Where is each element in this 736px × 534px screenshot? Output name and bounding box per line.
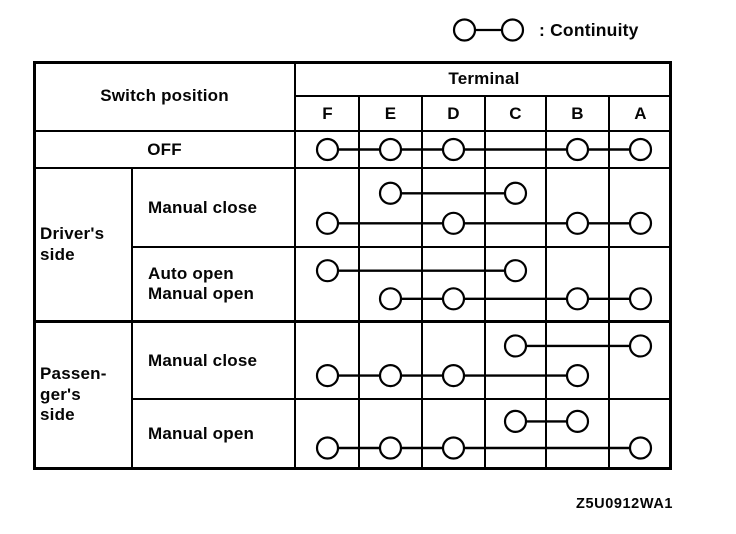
row-label-passenger-manual-open: Manual open [148,423,255,443]
continuity-circle-e [378,137,403,162]
continuity-circle-a [628,211,653,235]
grid-line [133,246,672,248]
continuity-circle-a [628,334,653,358]
group-label-drivers-side: Driver's side [40,224,105,264]
terminal-header-d: D [447,103,460,123]
terminal-header-e: E [384,103,397,123]
continuity-circle-b [565,211,590,235]
grid-line [131,168,133,470]
table-border-bottom [33,467,672,470]
continuity-circle-b [565,137,590,162]
grid-line [133,398,672,400]
continuity-circle-f [315,137,340,162]
continuity-circle-f [315,259,340,283]
grid-line [484,95,486,470]
group-label-passengers-side: Passen- ger's side [40,364,107,425]
continuity-circle-c [503,334,528,358]
continuity-circle-d [441,287,466,311]
continuity-circle-e [378,181,403,205]
continuity-circle-b [565,287,590,311]
continuity-circle-e [378,287,403,311]
continuity-circle-a [628,436,653,460]
grid-line [294,61,296,470]
row-label-off: OFF [147,139,182,159]
row-label-driver-auto-open-manual-open: Auto open Manual open [148,263,255,303]
continuity-circle-c [503,259,528,283]
terminal-header-c: C [509,103,522,123]
continuity-circle-b [565,409,590,433]
continuity-circle-d [441,211,466,235]
continuity-circle-f [315,436,340,460]
continuity-circle-d [441,137,466,162]
grid-line [33,130,672,132]
continuity-circle-c [503,409,528,433]
grid-line [358,95,360,470]
continuity-circle-e [378,436,403,460]
continuity-circle-a [628,137,653,162]
continuity-circle-d [441,436,466,460]
continuity-circle-a [628,287,653,311]
terminal-header-a: A [634,103,647,123]
continuity-circle-e [378,364,403,388]
grid-line [608,95,610,470]
continuity-circle-d [441,364,466,388]
continuity-legend: : Continuity [452,14,639,46]
continuity-circle-b [565,364,590,388]
table-border-left [33,61,36,470]
terminal-header: Terminal [448,68,520,88]
grid-line [33,167,672,169]
continuity-symbol-icon [452,18,525,42]
continuity-circle-c [503,181,528,205]
continuity-legend-label: : Continuity [539,19,639,40]
row-label-driver-manual-close: Manual close [148,197,258,217]
row-label-passenger-manual-close: Manual close [148,350,258,370]
continuity-circle-f [315,211,340,235]
figure-code: Z5U0912WA1 [576,496,674,512]
continuity-circle-f [315,364,340,388]
terminal-header-f: F [322,103,333,123]
grid-line [421,95,423,470]
grid-line [545,95,547,470]
table-border-top [33,61,672,64]
switch-position-header: Switch position [100,86,229,105]
terminal-header-b: B [571,103,584,123]
grid-line [33,320,672,323]
table-border-right [669,61,672,470]
